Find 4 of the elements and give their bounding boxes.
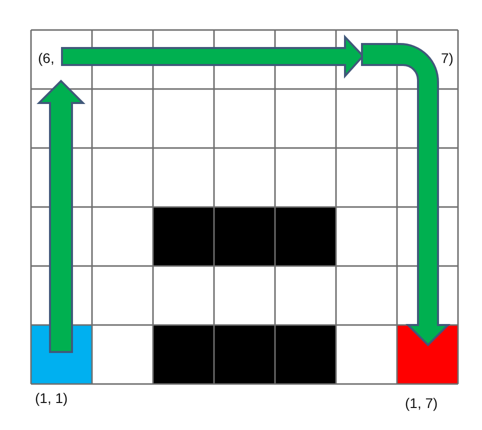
coordinate-label: (1, 7) <box>405 395 438 411</box>
coordinate-label: 7) <box>441 50 454 66</box>
coordinate-label: (6, <box>38 50 54 66</box>
coordinate-label: (1, 1) <box>35 390 68 406</box>
